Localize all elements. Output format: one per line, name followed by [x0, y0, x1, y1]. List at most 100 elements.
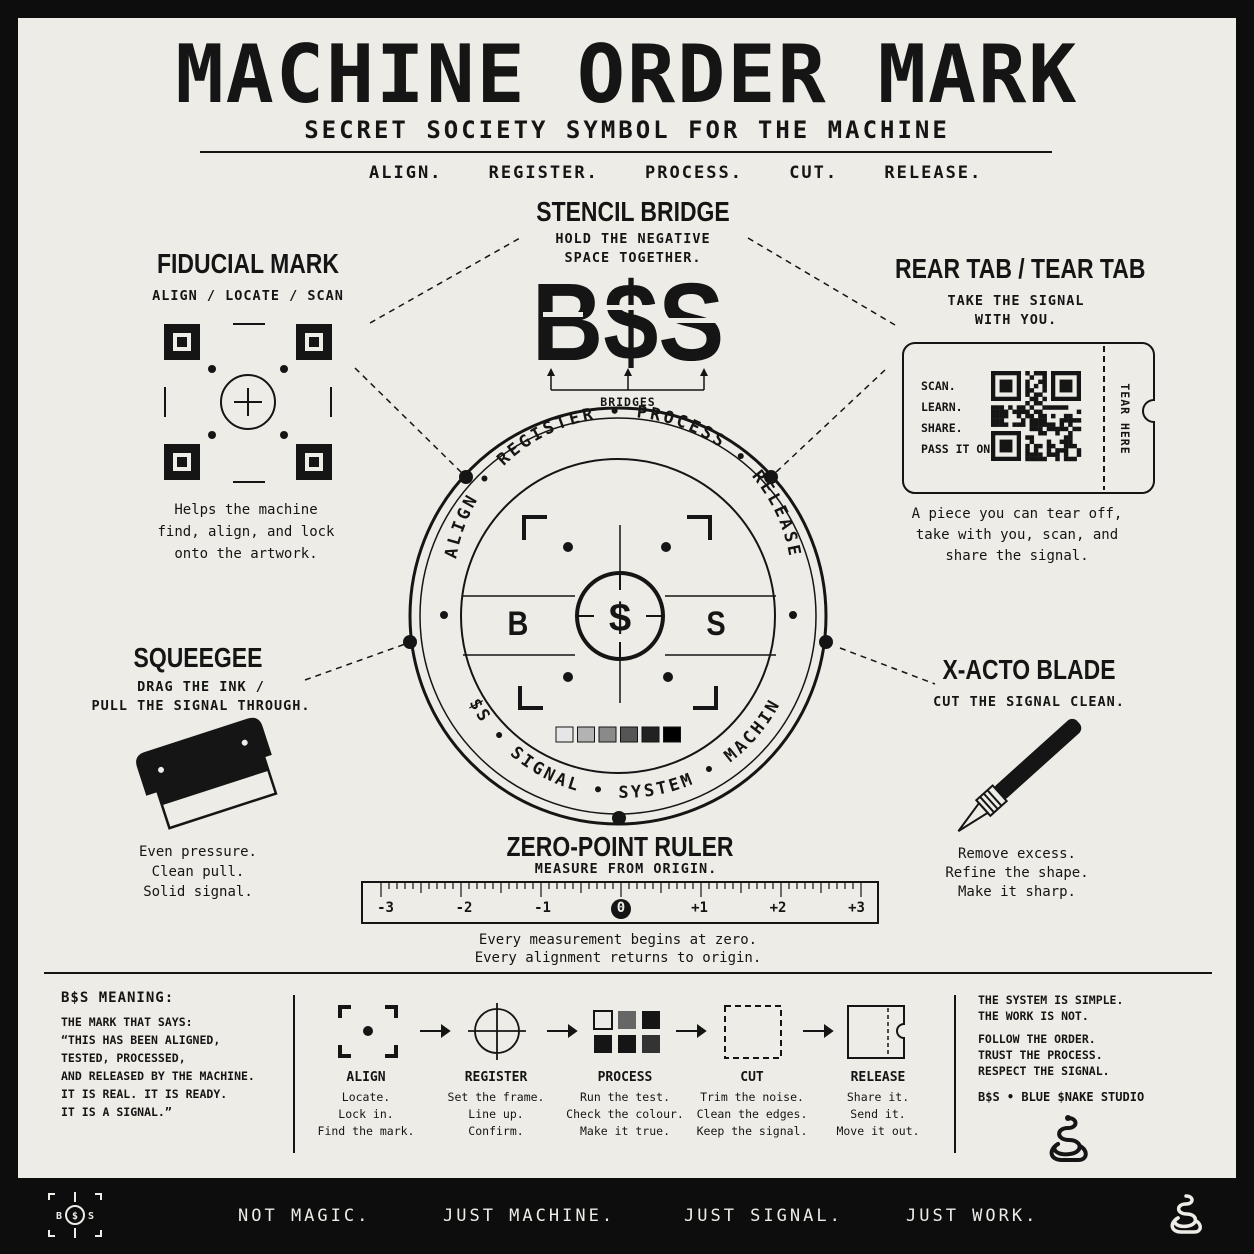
- footer-logo-b: B: [56, 1211, 62, 1222]
- process-line: Find the mark.: [317, 1124, 415, 1138]
- rear-tab-body-3: share the signal.: [945, 548, 1089, 564]
- meaning-line: THE MARK THAT SAYS:: [61, 1015, 193, 1029]
- ticket-line-learn: LEARN.: [921, 400, 963, 414]
- process-line: Trim the noise.: [700, 1090, 804, 1104]
- rear-tab-body-2: take with you, scan, and: [915, 527, 1119, 543]
- manifesto-line: RESPECT THE SIGNAL.: [978, 1064, 1110, 1078]
- page-subtitle: SECRET SOCIETY SYMBOL FOR THE MACHINE: [304, 116, 950, 144]
- ruler-label: +2: [769, 900, 787, 916]
- fiducial-body-3: onto the artwork.: [174, 546, 318, 562]
- ruler-label: -3: [377, 900, 394, 916]
- process-step-process: PROCESS Run the test. Check the colour. …: [560, 1070, 690, 1140]
- squeegee-heading: SQUEEGEE: [133, 642, 263, 673]
- process-line: Lock in.: [338, 1107, 394, 1121]
- seal-left-letter: B: [507, 605, 529, 643]
- process-line: Locate.: [341, 1090, 391, 1104]
- snake-icon: [1049, 1115, 1088, 1162]
- ruler-label: +3: [848, 900, 865, 916]
- step-release: RELEASE.: [884, 163, 983, 183]
- step-process: PROCESS.: [645, 163, 743, 183]
- process-line: Send it.: [850, 1107, 906, 1121]
- rear-tab-body-1: A piece you can tear off,: [911, 506, 1123, 522]
- process-name: CUT: [740, 1070, 764, 1085]
- process-name: RELEASE: [850, 1070, 906, 1085]
- page-title: MACHINE ORDER MARK: [175, 28, 1079, 121]
- ticket-lines: SCAN. LEARN. SHARE. PASS IT ON.: [921, 376, 997, 460]
- footer-bar: [0, 1180, 1254, 1254]
- footer-tag-3: JUST SIGNAL.: [684, 1206, 843, 1226]
- footer-logo-s: S: [88, 1211, 94, 1222]
- ruler-caption: MEASURE FROM ORIGIN.: [534, 861, 718, 877]
- ruler-heading: ZERO-POINT RULER: [506, 831, 734, 862]
- process-line: Keep the signal.: [696, 1124, 808, 1138]
- meaning-line: IT IS A SIGNAL.”: [61, 1105, 172, 1119]
- manifesto-line: THE SYSTEM IS SIMPLE.: [978, 993, 1124, 1007]
- footer-logo-dollar: $: [72, 1211, 78, 1222]
- meaning-line: IT IS REAL. IT IS READY.: [61, 1087, 228, 1101]
- process-name: PROCESS: [597, 1070, 653, 1085]
- process-line: Share it.: [846, 1090, 910, 1104]
- stencil-bridge-caption-2: SPACE TOGETHER.: [564, 250, 702, 266]
- footer-snake-icon: [1170, 1194, 1202, 1234]
- manifesto-line: THE WORK IS NOT.: [978, 1009, 1089, 1023]
- meaning-line: TESTED, PROCESSED,: [61, 1051, 186, 1065]
- step-cut: CUT.: [789, 163, 839, 183]
- stencil-bridge-caption-1: HOLD THE NEGATIVE: [555, 231, 711, 247]
- process-line: Set the frame.: [447, 1090, 545, 1104]
- squeegee-caption-2: PULL THE SIGNAL THROUGH.: [91, 698, 311, 714]
- seal-center-dollar: $: [608, 596, 632, 640]
- manifesto-line: TRUST THE PROCESS.: [978, 1048, 1103, 1062]
- squeegee-icon: [136, 717, 278, 830]
- process-line: Check the colour.: [566, 1107, 684, 1121]
- stencil-bridge-heading: STENCIL BRIDGE: [536, 196, 730, 227]
- meaning-line: “THIS HAS BEEN ALIGNED,: [61, 1033, 221, 1047]
- step-align: ALIGN.: [369, 163, 443, 183]
- process-line: Line up.: [468, 1107, 524, 1121]
- process-line: Run the test.: [579, 1090, 670, 1104]
- fiducial-heading: FIDUCIAL MARK: [157, 248, 339, 279]
- fiducial-body-1: Helps the machine: [174, 502, 318, 518]
- ticket-line-share: SHARE.: [921, 421, 963, 435]
- meaning-lines: THE MARK THAT SAYS: “THIS HAS BEEN ALIGN…: [61, 1013, 255, 1121]
- process-line: Move it out.: [836, 1124, 920, 1138]
- process-line: Confirm.: [468, 1124, 524, 1138]
- steps-line: ALIGN. REGISTER. PROCESS. CUT. RELEASE.: [369, 163, 982, 183]
- process-line: Make it true.: [579, 1124, 670, 1138]
- fiducial-body-2: find, align, and lock: [157, 524, 335, 540]
- divider-right: [954, 995, 956, 1153]
- fiducial-caption: ALIGN / LOCATE / SCAN: [152, 288, 344, 304]
- xacto-heading: X-ACTO BLADE: [942, 654, 1116, 685]
- process-step-cut: CUT Trim the noise. Clean the edges. Kee…: [689, 1070, 815, 1140]
- squeegee-caption-1: DRAG THE INK /: [137, 679, 265, 695]
- squeegee-body-2: Clean pull.: [151, 864, 245, 880]
- squeegee-body-3: Solid signal.: [143, 884, 253, 900]
- section-divider: [44, 972, 1212, 974]
- xacto-body-2: Refine the shape.: [945, 865, 1089, 881]
- rear-tab-caption-2: WITH YOU.: [974, 312, 1058, 328]
- footer-tag-2: JUST MACHINE.: [443, 1206, 616, 1226]
- tear-here-label: TEAR HERE: [1118, 383, 1132, 455]
- squeegee-body-1: Even pressure.: [138, 844, 257, 860]
- ruler-label: +1: [691, 900, 708, 916]
- fiducial-mark-icon: [164, 323, 332, 483]
- xacto-blade-icon: [957, 718, 1082, 832]
- process-name: ALIGN: [346, 1070, 386, 1085]
- rear-tab-heading: REAR TAB / TEAR TAB: [895, 253, 1146, 284]
- bss-stencil-mark: B$S: [531, 261, 725, 384]
- rear-tab-caption-1: TAKE THE SIGNAL: [947, 293, 1085, 309]
- step-register: REGISTER.: [488, 163, 599, 183]
- xacto-body-3: Make it sharp.: [957, 884, 1076, 900]
- process-name: REGISTER: [464, 1070, 528, 1085]
- process-line: Clean the edges.: [696, 1107, 808, 1121]
- studio-name: B$S • BLUE $NAKE STUDIO: [978, 1090, 1145, 1104]
- tear-ticket[interactable]: [902, 342, 1157, 494]
- ruler-label: -2: [455, 900, 473, 916]
- footer-tag-1: NOT MAGIC.: [238, 1206, 371, 1226]
- ruler-body-1: Every measurement begins at zero.: [478, 932, 758, 948]
- process-step-align: ALIGN Locate. Lock in. Find the mark.: [306, 1070, 426, 1140]
- qr-code-icon[interactable]: [991, 371, 1082, 462]
- ruler-body-2: Every alignment returns to origin.: [474, 950, 762, 966]
- title-rule: [200, 151, 1052, 153]
- footer-tag-4: JUST WORK.: [906, 1206, 1039, 1226]
- meaning-line: AND RELEASED BY THE MACHINE.: [61, 1069, 255, 1083]
